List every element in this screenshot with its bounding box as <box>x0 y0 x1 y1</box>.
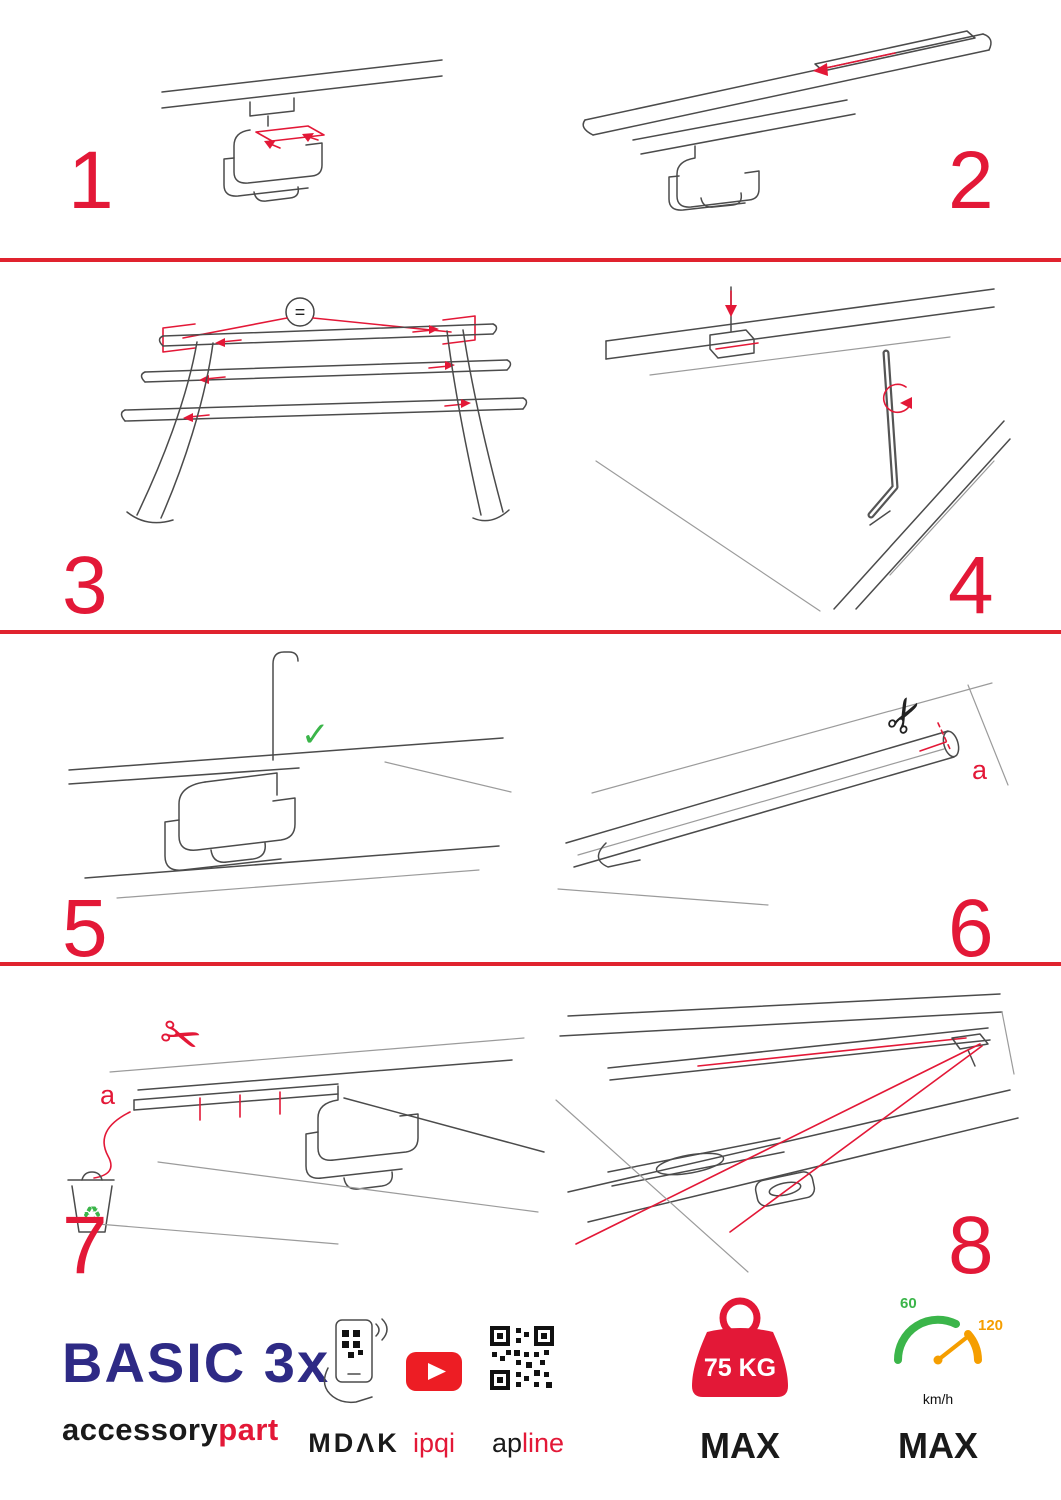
step-3-number: 3 <box>62 540 108 631</box>
scissors-icon: ✂ <box>153 1004 209 1070</box>
step-7-illustration: ✂ a ♻ <box>67 1004 545 1245</box>
equal-spacing-label: = <box>295 302 306 322</box>
speed-unit-label: km/h <box>923 1391 953 1407</box>
step-8-number: 8 <box>948 1200 994 1291</box>
speed-max-label: MAX <box>898 1425 978 1466</box>
step-3-illustration: = <box>120 297 528 524</box>
brand-wordmark: accessorypart <box>62 1412 279 1448</box>
brand-red: part <box>218 1412 279 1447</box>
qr-code-icon <box>490 1326 554 1390</box>
step-7-number: 7 <box>62 1200 108 1291</box>
step-8-illustration <box>555 993 1019 1273</box>
site-black: ap <box>491 1428 522 1458</box>
step-6-number: 6 <box>948 883 994 974</box>
step-4-number: 4 <box>948 540 994 631</box>
step-5-number: 5 <box>62 883 108 974</box>
store-label: MDΛK <box>308 1428 400 1458</box>
check-icon: ✓ <box>301 715 330 755</box>
recycle-icon: ♻ <box>82 1203 102 1228</box>
speed-high-label: 120 <box>978 1317 1003 1334</box>
step-1-illustration <box>161 59 443 202</box>
speed-low-label: 60 <box>900 1295 917 1312</box>
weight-value: 75 KG <box>704 1354 776 1382</box>
brand-black: accessory <box>62 1412 219 1447</box>
product-logo: BASIC 3x <box>62 1331 331 1394</box>
step-4-illustration <box>595 286 1011 612</box>
weight-max-label: MAX <box>700 1425 780 1466</box>
section-divider <box>0 630 1061 634</box>
video-label: ipqi <box>412 1428 456 1458</box>
section-divider <box>0 962 1061 966</box>
step-2-illustration <box>582 30 992 211</box>
site-red: line <box>522 1428 565 1458</box>
site-label: apline <box>478 1428 578 1459</box>
step-1-number: 1 <box>68 135 114 226</box>
phone-qr-icon <box>323 1318 388 1404</box>
step-5-illustration: ✓ <box>68 651 512 899</box>
weight-limit-icon: 75 KG <box>692 1297 788 1397</box>
speedometer-icon: 60 120 km/h <box>893 1295 1003 1407</box>
youtube-icon <box>406 1352 462 1391</box>
cut-part-label: a <box>100 1080 116 1110</box>
step-6-illustration: ✂ a <box>557 682 1009 906</box>
cut-part-label: a <box>972 755 988 785</box>
section-divider <box>0 258 1061 262</box>
step-2-number: 2 <box>948 135 994 226</box>
